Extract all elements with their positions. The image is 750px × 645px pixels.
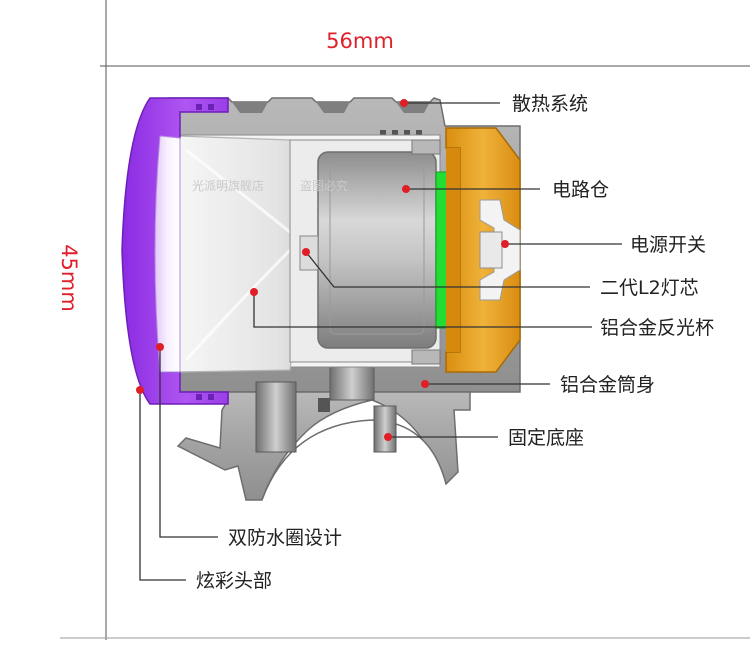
marker-power-switch xyxy=(501,240,509,248)
marker-led-core xyxy=(302,248,310,256)
label-mount-base: 固定底座 xyxy=(508,427,584,449)
label-power-switch: 电源开关 xyxy=(630,234,706,256)
callout-leaders xyxy=(139,102,622,581)
label-circuit-chamber: 电路仓 xyxy=(552,179,609,201)
mount-base xyxy=(176,359,471,501)
marker-head xyxy=(136,386,144,394)
leader-seal-rings xyxy=(159,347,218,538)
leader-led-core xyxy=(305,251,590,288)
label-body-tube: 铝合金筒身 xyxy=(560,374,655,396)
marker-heat-sink xyxy=(400,99,408,107)
leader-head xyxy=(139,390,186,581)
marker-circuit-chamber xyxy=(402,185,410,193)
watermark-shop-name: 光派明旗舰店 xyxy=(192,178,264,193)
marker-mount-base xyxy=(384,433,392,441)
label-reflector: 铝合金反光杯 xyxy=(600,317,714,339)
callout-labels: 散热系统 电路仓 电源开关 二代L2灯芯 铝合金反光杯 铝合金筒身 固定底座 双… xyxy=(196,93,714,592)
circuit-chamber xyxy=(289,139,441,365)
label-led-core: 二代L2灯芯 xyxy=(600,277,699,299)
label-head: 炫彩头部 xyxy=(196,570,272,592)
label-heat-sink: 散热系统 xyxy=(512,93,588,115)
lens xyxy=(154,135,181,373)
marker-seal-rings xyxy=(156,343,164,351)
tail-cap xyxy=(445,127,521,373)
marker-reflector xyxy=(250,288,258,296)
height-dimension-label: 45mm xyxy=(57,244,81,312)
dimension-guides: 56mm 45mm xyxy=(57,0,750,640)
label-seal-rings: 双防水圈设计 xyxy=(228,527,342,549)
leader-reflector xyxy=(253,292,592,328)
width-dimension-label: 56mm xyxy=(326,29,394,53)
callout-markers xyxy=(136,99,509,441)
head xyxy=(121,97,229,405)
watermark-notice: 盗图必究 xyxy=(300,178,348,193)
marker-body-tube xyxy=(421,380,429,388)
